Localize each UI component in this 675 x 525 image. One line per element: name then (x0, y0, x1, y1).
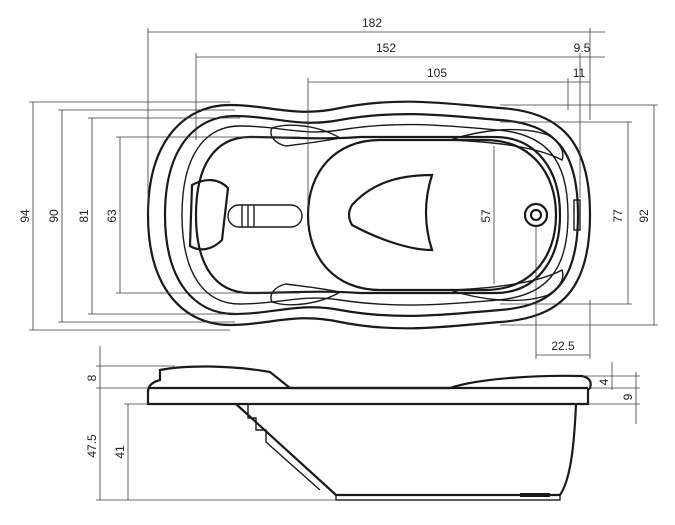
side-foot (335, 494, 561, 501)
dim-label-77: 77 (611, 209, 625, 223)
backrest (347, 173, 434, 252)
armrest-left-top (270, 124, 342, 147)
dim-label-105: 105 (427, 66, 447, 80)
plan-view: 182 152 9.5 105 11 22.5 94 90 81 63 57 7… (18, 16, 658, 359)
side-rim (146, 365, 592, 406)
tub-floor (306, 138, 558, 292)
dim-label-63: 63 (105, 209, 119, 223)
side-foot-pad (520, 493, 550, 497)
side-step (236, 403, 321, 491)
dim-label-8: 8 (85, 374, 99, 381)
dim-label-90: 90 (47, 209, 61, 223)
dim-label-92: 92 (637, 209, 651, 223)
dim-label-152: 152 (376, 41, 396, 55)
dim-label-182: 182 (362, 16, 382, 30)
dim-label-4: 4 (597, 378, 611, 385)
armrest-right-bottom (449, 268, 564, 302)
dim-label-9-5: 9.5 (574, 41, 591, 55)
drain-inner (529, 208, 543, 222)
side-body (235, 403, 578, 497)
grab-handle-slot (227, 204, 303, 228)
dim-label-22-5: 22.5 (551, 339, 575, 353)
tub-outer-rim (146, 100, 592, 330)
tub-ledge (181, 123, 569, 306)
dim-label-9: 9 (621, 393, 635, 400)
dim-label-81: 81 (77, 209, 91, 223)
dim-label-41: 41 (113, 445, 127, 459)
dim-label-11: 11 (573, 66, 586, 80)
tub-inner-rim (163, 113, 580, 317)
armrest-right-top (449, 128, 564, 162)
headrest (188, 179, 230, 251)
overflow (573, 199, 581, 231)
drain-outer (523, 202, 549, 228)
tub-basin (194, 135, 562, 295)
dim-label-47-5: 47.5 (85, 434, 99, 458)
dim-label-57: 57 (479, 209, 493, 223)
dim-label-94: 94 (18, 209, 32, 223)
side-view: 8 47.5 41 4 9 (85, 346, 640, 501)
armrest-left-bottom (270, 283, 342, 306)
